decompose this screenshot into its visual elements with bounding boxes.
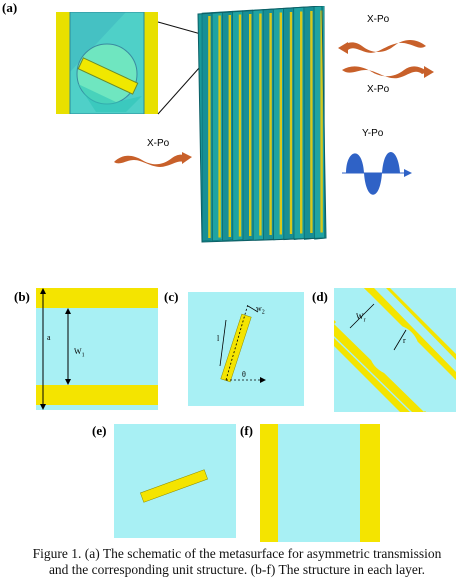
panel-c-geometry (219, 303, 266, 383)
stack-column (262, 8, 274, 241)
caption-line-2: and the corresponding unit structure. (b… (48, 562, 426, 577)
x-po-label-left: X-Po (147, 138, 170, 149)
panel-b-bottom-strip (36, 385, 158, 405)
panel-d-dimensions (349, 303, 407, 351)
panel-a-label: (a) (2, 0, 18, 15)
stack-column (283, 7, 295, 241)
x-po-wave-left (114, 152, 192, 167)
stack-strip (269, 13, 272, 235)
panel-d-w-text: W (356, 312, 364, 321)
x-po-label-right-upper: X-Po (367, 14, 390, 25)
stack-column (252, 9, 264, 241)
caption-line-1: Figure 1. (a) The schematic of the metas… (32, 546, 442, 561)
panel-c-w2-sub: 2 (261, 309, 265, 316)
panel-c-w2-label: w2 (256, 304, 265, 316)
stack-strip (279, 12, 282, 235)
panel-d-unit-cell (334, 288, 456, 412)
panel-b-w-sub: 1 (81, 352, 85, 359)
stack-strip (289, 12, 293, 234)
stack-strip (238, 14, 242, 237)
panel-c-label: (c) (164, 289, 179, 304)
panel-d-w-sub: r (363, 317, 366, 324)
stack-strip (228, 15, 231, 237)
panel-b-w-label: W1 (74, 347, 85, 359)
stack-strip (310, 11, 313, 233)
panel-d-label: (d) (312, 289, 328, 304)
panel-d-r-label: r (403, 336, 406, 345)
stack-column (242, 9, 254, 241)
stack-strip (300, 11, 303, 234)
stack-column (211, 11, 223, 242)
stack-column (303, 6, 315, 240)
stack-column (201, 12, 213, 242)
panel-b-dimensions (40, 288, 71, 410)
x-po-label-right-lower: X-Po (367, 84, 390, 95)
stack-strip (320, 10, 323, 233)
stack-strip (218, 15, 221, 238)
y-po-label: Y-Po (362, 128, 384, 139)
panel-f-left-strip (260, 424, 278, 542)
panel-b-top-strip (36, 288, 158, 308)
stack-column (293, 6, 305, 240)
metasurface-stack (197, 6, 327, 243)
panel-b-w-text: W (74, 347, 82, 356)
panel-f-right-strip (360, 424, 380, 542)
stack-strip (259, 13, 262, 236)
stack-strip (208, 16, 211, 238)
stack-column (222, 10, 234, 242)
panel-c-unit-cell (188, 292, 304, 406)
panel-e-label: (e) (92, 423, 107, 438)
stack-column (273, 7, 285, 241)
x-po-wave-right-upper (338, 40, 426, 54)
x-po-wave-right-lower (342, 66, 434, 79)
panel-d-w-label: Wr (356, 312, 366, 324)
stack-column (232, 10, 244, 241)
panel-b-label: (b) (14, 289, 30, 304)
panel-c-w2-text: w (256, 304, 262, 313)
panel-f-label: (f) (240, 423, 253, 438)
panel-c-theta-label: θ (242, 370, 246, 379)
panel-f-unit-cell (260, 424, 380, 542)
y-po-wave (342, 151, 412, 195)
panel-b-a-label: a (47, 333, 51, 342)
figure-caption: Figure 1. (a) The schematic of the metas… (0, 546, 474, 578)
panel-a-inset-unit-cell (56, 12, 158, 114)
panel-b-unit-cell (36, 288, 158, 410)
panel-c-l-label: l (217, 334, 220, 343)
panel-e-rotated-bar (140, 469, 208, 503)
stack-strip (249, 14, 252, 236)
